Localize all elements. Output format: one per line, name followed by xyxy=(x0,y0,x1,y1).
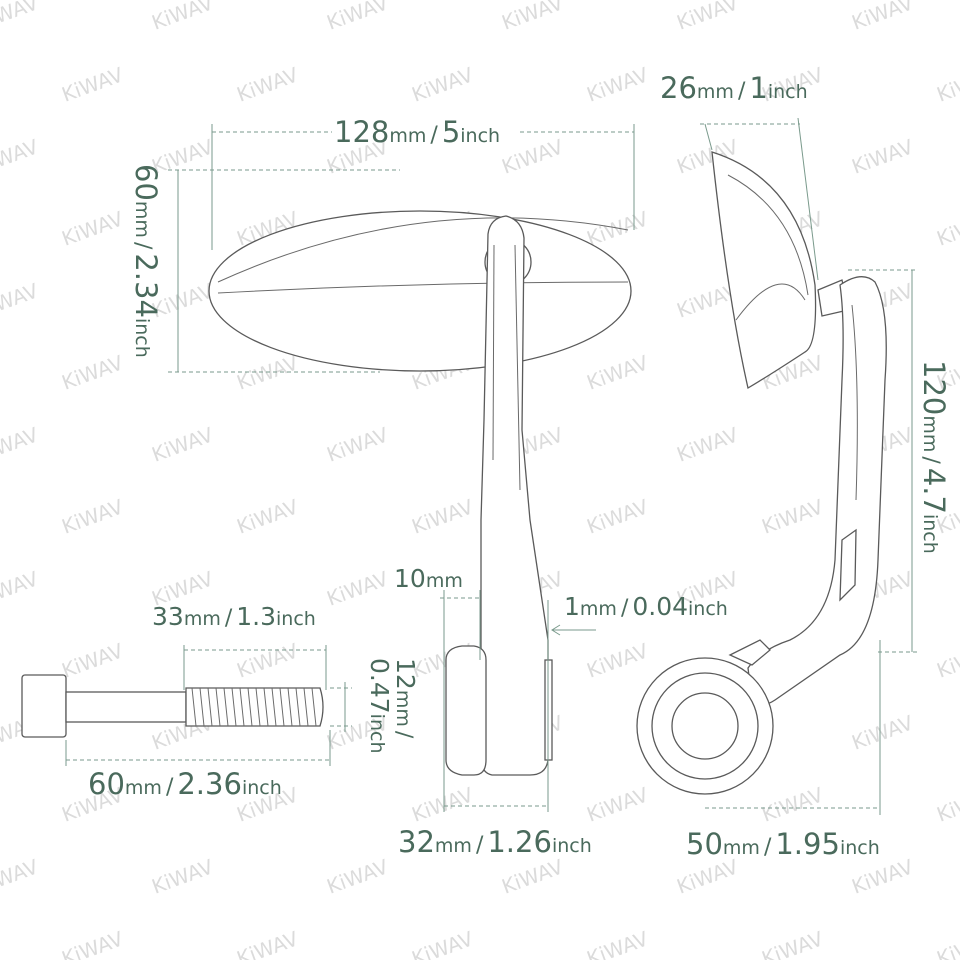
mirror-height-label: 60mm/2.34inch xyxy=(129,164,163,358)
dimension-lines xyxy=(65,117,918,815)
bolt-thread-line xyxy=(311,687,317,727)
arm-height-label: 120mm/4.7inch xyxy=(917,360,951,554)
bolt-thread-line xyxy=(231,687,237,727)
bolt-thread-line xyxy=(255,687,261,727)
bolt xyxy=(21,674,324,738)
bolt-thread-line xyxy=(239,687,245,727)
mirror-front-view xyxy=(208,210,632,372)
bolt-thread-line xyxy=(223,687,229,727)
bolt-diameter-label: 12mm/ 0.47inch xyxy=(364,658,420,754)
mirror-width-label: 128mm/5inch xyxy=(334,115,501,149)
bolt-thread-line xyxy=(207,687,213,727)
bolt-thread-line xyxy=(287,687,293,727)
bolt-thread-line xyxy=(295,687,301,727)
mirror-side-view xyxy=(711,151,849,390)
gap-label: 1mm/0.04inch xyxy=(564,592,728,621)
cap-width-label: 32mm/1.26inch xyxy=(398,825,592,859)
bolt-length-label: 60mm/2.36inch xyxy=(88,767,282,801)
bolt-thread-line xyxy=(247,687,253,727)
mirror-depth-label: 26mm/1inch xyxy=(660,71,808,105)
bolt-thread-line xyxy=(199,687,205,727)
bolt-thread-line xyxy=(191,687,197,727)
bolt-thread-line xyxy=(215,687,221,727)
bolt-thread-line xyxy=(279,687,285,727)
bolt-thread-line xyxy=(271,687,277,727)
cap-diameter-label: 50mm/1.95inch xyxy=(686,827,880,861)
bolt-thread-line xyxy=(263,687,269,727)
bolt-thread-label: 33mm/1.3inch xyxy=(152,602,316,631)
arm-side-view xyxy=(636,276,887,795)
arm-width-label: 10mm xyxy=(394,564,463,593)
bolt-thread-line xyxy=(303,687,309,727)
